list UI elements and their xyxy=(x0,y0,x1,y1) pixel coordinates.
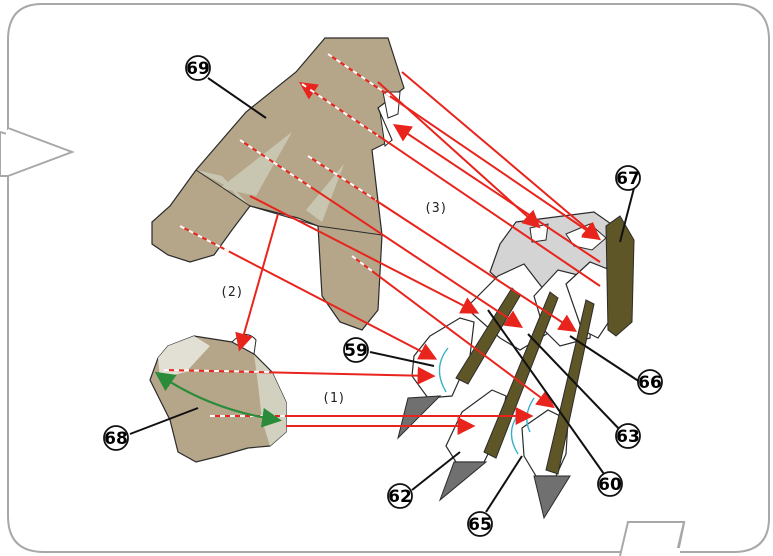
callout-62: 62 xyxy=(388,484,412,508)
step-label-3: (3) xyxy=(424,201,447,216)
callout-59: 59 xyxy=(344,338,368,362)
svg-text:65: 65 xyxy=(468,515,492,535)
svg-text:62: 62 xyxy=(388,487,412,507)
svg-text:59: 59 xyxy=(344,341,368,361)
callout-69: 69 xyxy=(186,56,210,80)
tail-gap-left xyxy=(6,130,10,174)
svg-text:67: 67 xyxy=(616,169,640,189)
callout-65: 65 xyxy=(468,512,492,536)
tail-gap-bottom xyxy=(624,548,680,556)
callout-60: 60 xyxy=(598,472,622,496)
step-label-2: (2) xyxy=(220,285,243,300)
step-label-1: (1) xyxy=(322,391,345,406)
callout-63: 63 xyxy=(616,424,640,448)
svg-text:68: 68 xyxy=(104,429,128,449)
svg-text:66: 66 xyxy=(638,373,662,393)
svg-text:69: 69 xyxy=(186,59,210,79)
svg-text:63: 63 xyxy=(616,427,640,447)
callout-66: 66 xyxy=(638,370,662,394)
callout-68: 68 xyxy=(104,426,128,450)
svg-text:60: 60 xyxy=(598,475,622,495)
callout-67: 67 xyxy=(616,166,640,190)
